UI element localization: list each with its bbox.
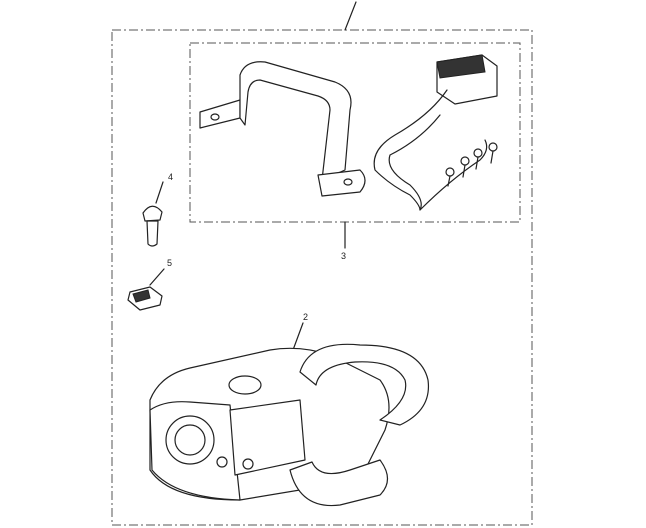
clip-nut	[127, 286, 163, 311]
callout-2: 2	[303, 312, 308, 322]
callout-5: 5	[167, 258, 172, 268]
screws	[445, 142, 498, 187]
callout-3: 3	[341, 251, 346, 261]
callout-2-leader	[292, 322, 304, 351]
callout-5-leader	[149, 268, 165, 286]
bolt	[142, 205, 163, 247]
subassembly-outline	[189, 42, 521, 223]
callout-4: 4	[168, 172, 173, 182]
kit-outline	[111, 29, 533, 526]
kit-leader-line	[344, 1, 357, 31]
disc-lock	[149, 343, 430, 507]
callout-4-leader	[155, 181, 164, 204]
sensor-switch	[373, 54, 498, 211]
mounting-bracket	[199, 61, 366, 197]
